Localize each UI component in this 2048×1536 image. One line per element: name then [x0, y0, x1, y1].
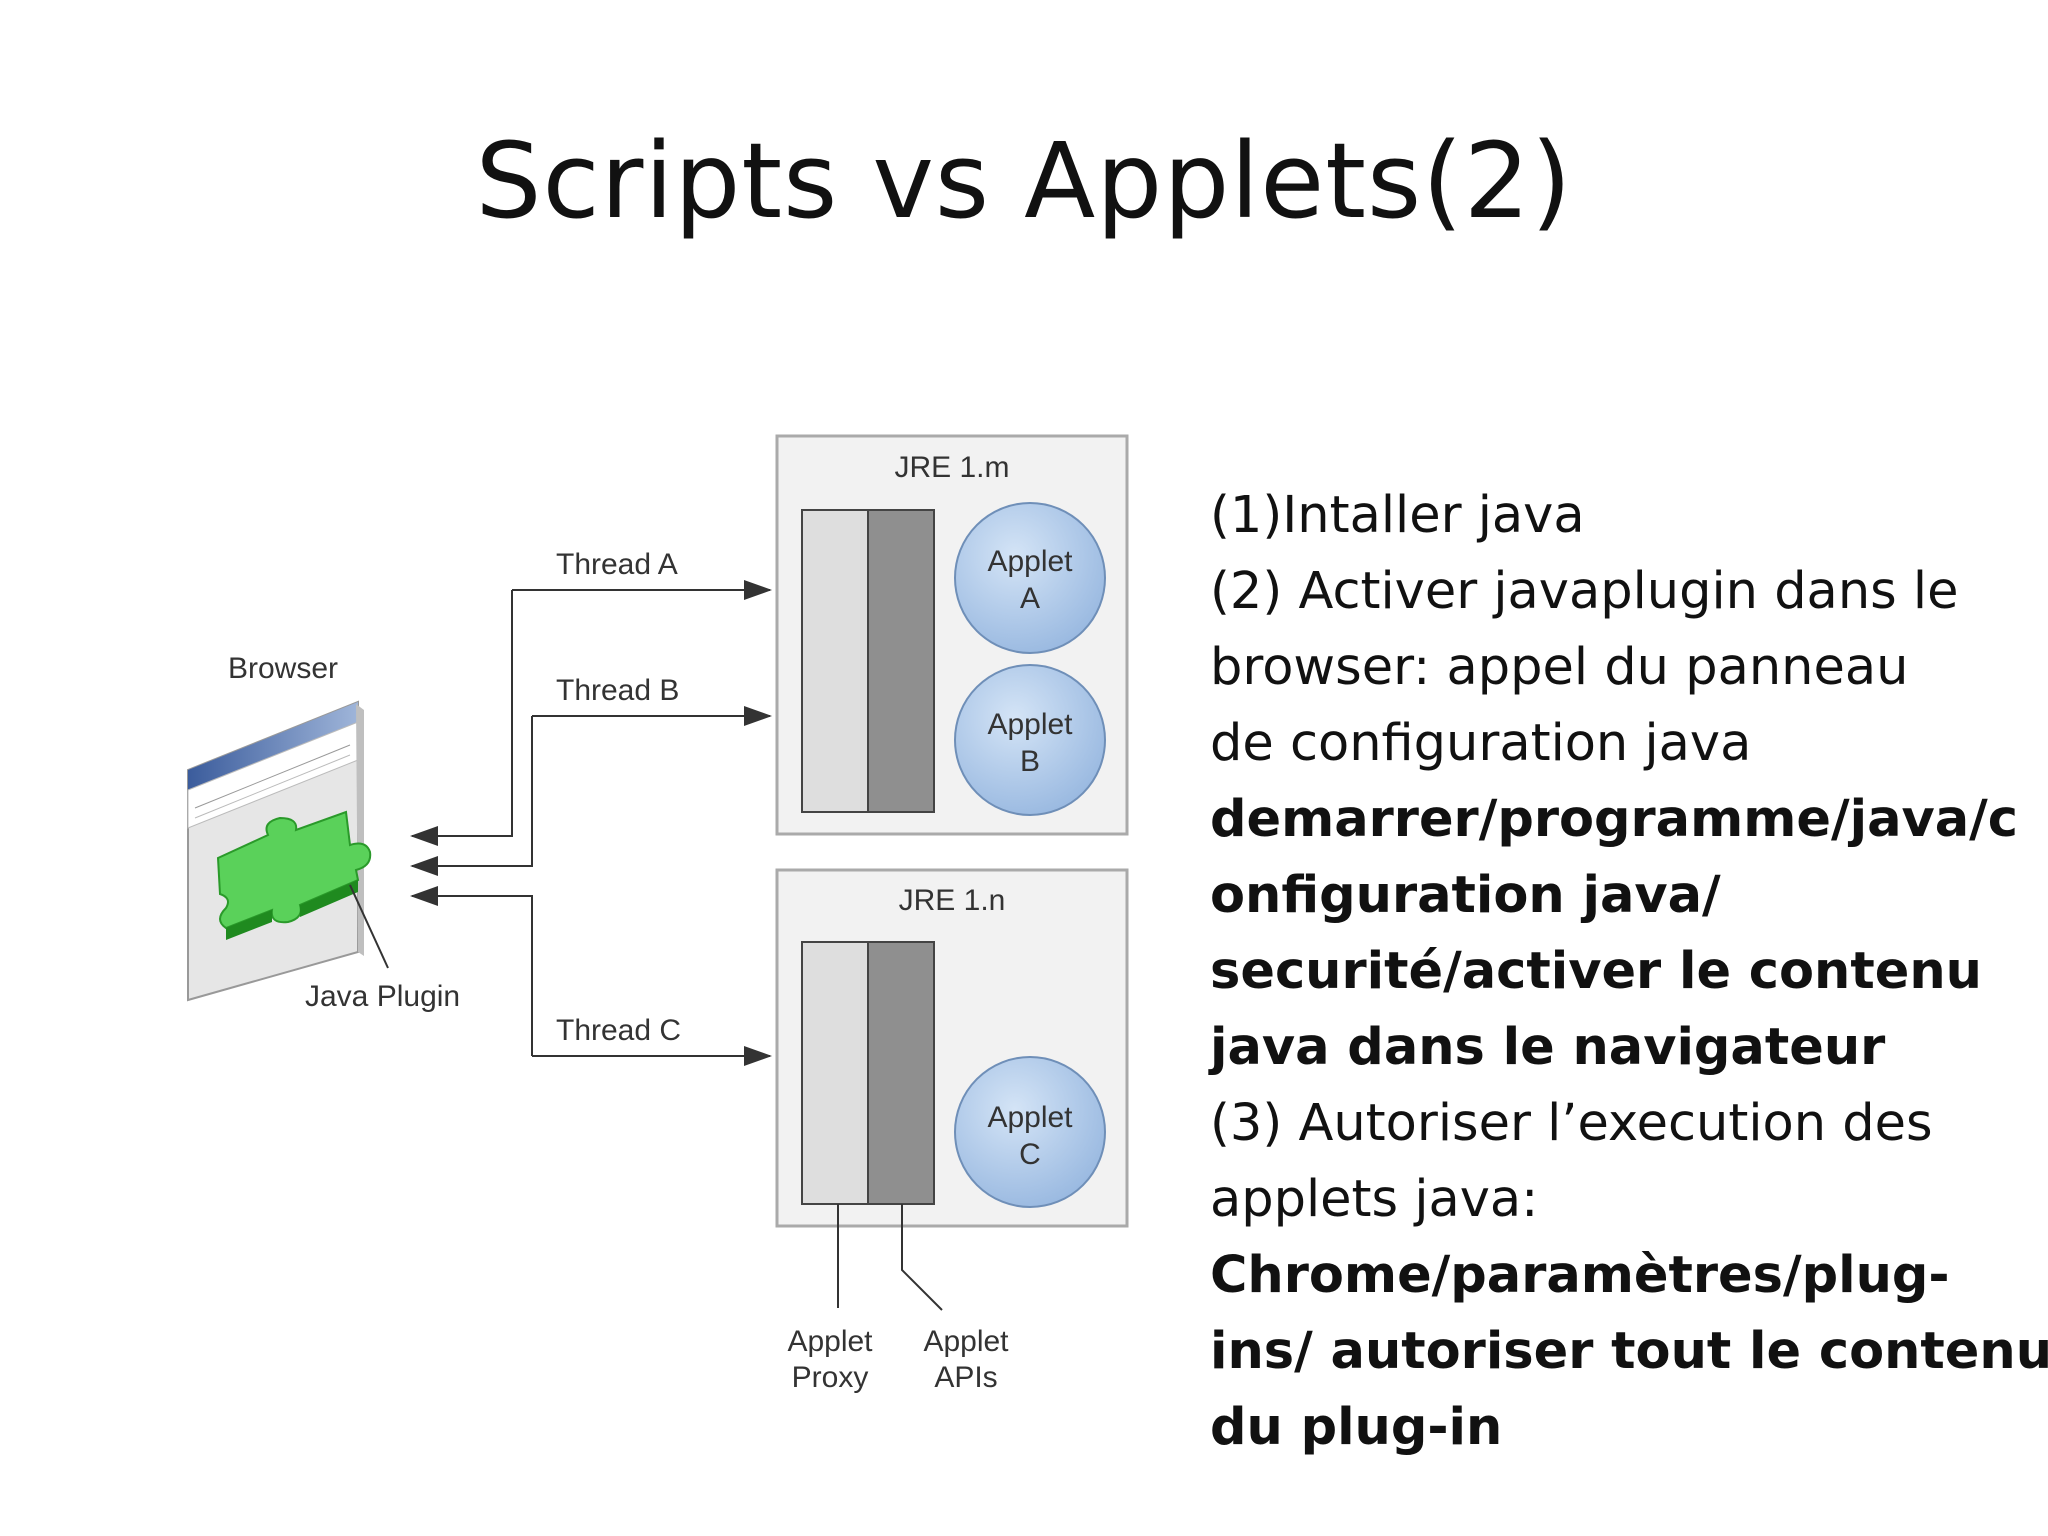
instruction-line: ins/ autoriser tout le contenu — [1210, 1322, 2048, 1381]
jre-box-bottom: JRE 1.n Applet C — [775, 868, 1129, 1228]
instruction-line: demarrer/programme/java/c — [1210, 790, 2019, 849]
jre-top-label: JRE 1.m — [894, 451, 1009, 484]
browser-label: Browser — [228, 652, 338, 685]
jre-box-top: JRE 1.m Applet A Applet B — [775, 434, 1129, 836]
applet-b-label-2: B — [1020, 745, 1040, 778]
thread-connectors — [410, 580, 772, 1066]
applet-proxy-bar — [801, 509, 869, 813]
applet-proxy-bar-2 — [801, 941, 869, 1205]
applet-apis-label-1: Applet — [923, 1325, 1009, 1358]
applet-c-label-1: Applet — [987, 1101, 1073, 1134]
instruction-line: (1)Intaller java — [1210, 486, 1585, 545]
jre-bottom-label: JRE 1.n — [899, 884, 1006, 917]
applet-a-label-2: A — [1020, 582, 1040, 615]
instruction-line: browser: appel du panneau — [1210, 638, 1909, 697]
applet-a-circle — [954, 502, 1106, 654]
applet-c-label-2: C — [1019, 1138, 1041, 1171]
instruction-line: (3) Autoriser l’execution des — [1210, 1094, 1933, 1153]
applet-b-label-1: Applet — [987, 708, 1073, 741]
instructions-text: (1)Intaller java (2) Activer javaplugin d… — [1210, 478, 2048, 1466]
applet-c-circle — [954, 1056, 1106, 1208]
applet-proxy-label-2: Proxy — [792, 1361, 869, 1394]
instruction-line: java dans le navigateur — [1210, 1018, 1886, 1077]
applet-apis-bar — [867, 509, 935, 813]
instruction-line: onfiguration java/ — [1210, 866, 1721, 925]
java-plugin-label: Java Plugin — [305, 980, 460, 1013]
instruction-line: securité/activer le contenu — [1210, 942, 1982, 1001]
instruction-line: du plug-in — [1210, 1398, 1503, 1457]
applet-proxy-label-1: Applet — [787, 1325, 873, 1358]
instruction-line: de configuration java — [1210, 714, 1752, 773]
applet-b-circle — [954, 664, 1106, 816]
instruction-line: (2) Activer javaplugin dans le — [1210, 562, 1959, 621]
applet-a-label-1: Applet — [987, 545, 1073, 578]
thread-c-label: Thread C — [556, 1014, 681, 1047]
java-plugin-diagram: Browser Java Plugin Thread A Thread B Th… — [187, 434, 1129, 1394]
slide-title: Scripts vs Applets(2) — [475, 120, 1573, 242]
applet-apis-bar-2 — [867, 941, 935, 1205]
applet-apis-label-2: APIs — [934, 1361, 997, 1394]
java-plugin-icon — [216, 810, 372, 940]
instruction-line: Chrome/paramètres/plug- — [1210, 1246, 1950, 1305]
instruction-line: applets java: — [1210, 1170, 1539, 1229]
thread-b-label: Thread B — [556, 674, 679, 707]
thread-a-label: Thread A — [556, 548, 678, 581]
